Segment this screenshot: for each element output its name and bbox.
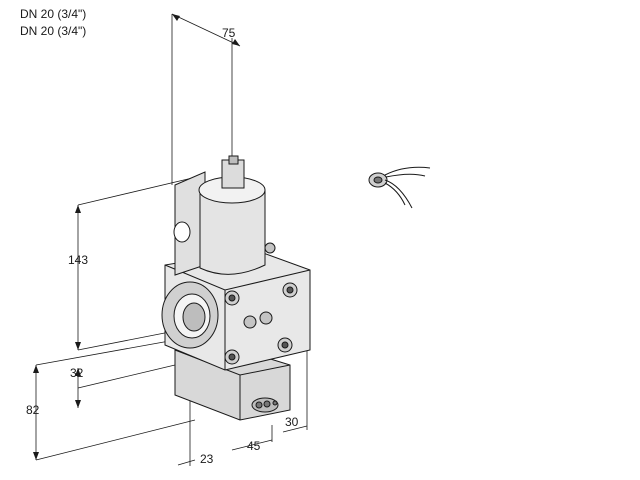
size-label-2: DN 20 (3/4") — [20, 24, 87, 38]
dim-75: 75 — [222, 26, 236, 40]
dimension-arrows — [33, 14, 240, 460]
valve-size-labels: DN 20 (3/4") DN 20 (3/4") — [20, 6, 86, 40]
size-label-1: DN 20 (3/4") — [20, 7, 87, 21]
dim-45: 45 — [247, 439, 261, 453]
dim-32: 32 — [70, 366, 84, 380]
valve-body — [161, 155, 311, 421]
dim-23: 23 — [200, 452, 214, 466]
dim-143: 143 — [68, 253, 88, 267]
dim-30: 30 — [285, 415, 299, 429]
dim-82: 82 — [26, 403, 40, 417]
cable-plug-icon — [368, 166, 431, 209]
